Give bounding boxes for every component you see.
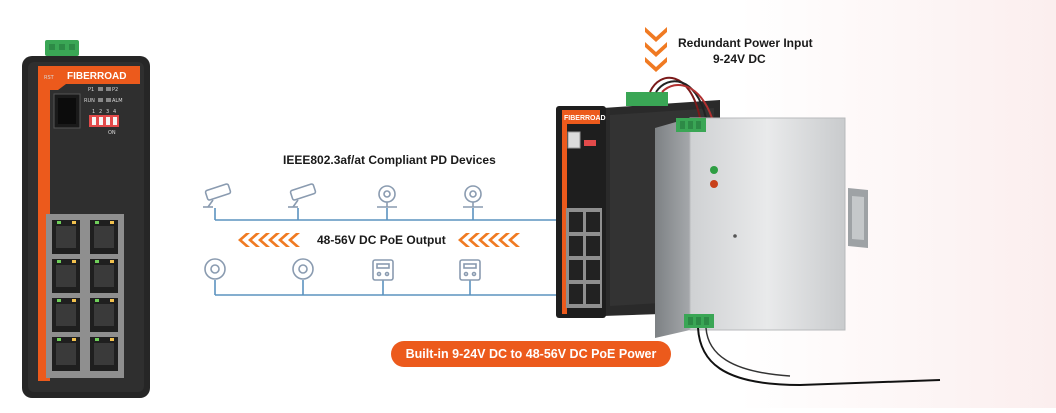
pd-devices-label: IEEE802.3af/at Compliant PD Devices [283,153,496,167]
run-label: RUN [84,98,95,104]
power-booster-banner: Built-in 9-24V DC to 48-56V DC PoE Power… [391,341,671,387]
output-cable [697,327,941,387]
camera-icon [288,183,317,208]
dome-camera-icon [377,185,397,208]
fisheye-camera-icon [292,258,314,280]
power-booster-box [655,117,941,387]
left-switch: FIBERROAD RST P1 P2 RUN ALM 1 2 3 4 ON [22,40,150,398]
power-led-green [710,166,718,174]
p2-label: P2 [112,87,118,93]
dip-on-label: ON [108,130,116,136]
access-point-icon [372,259,394,281]
redundant-power-label: Redundant Power Input [678,36,813,50]
poe-flow-chevrons-right [458,233,520,247]
svg-text:4: 4 [113,109,116,115]
camera-icon [203,183,232,208]
svg-text:1: 1 [92,109,95,115]
fisheye-camera-icon [204,258,226,280]
redundant-power-voltage: 9-24V DC [713,52,766,66]
network-lines [214,208,560,296]
right-terminal-block [626,92,668,106]
poe-output-label: 48-56V DC PoE Output [317,233,446,247]
power-led-red [710,180,718,188]
left-brand-logo: FIBERROAD [67,71,126,82]
access-point-icon [459,259,481,281]
p1-label: P1 [88,87,94,93]
right-brand-logo: FIBERROAD [564,115,606,122]
rst-label: RST [44,75,55,81]
alm-label: ALM [112,98,123,104]
dome-camera-icon [463,185,483,208]
svg-text:2: 2 [99,109,102,115]
power-input-chevrons [645,27,667,72]
dip-switch [89,115,119,127]
svg-text:3: 3 [106,109,109,115]
poe-flow-chevrons-left [238,233,300,247]
